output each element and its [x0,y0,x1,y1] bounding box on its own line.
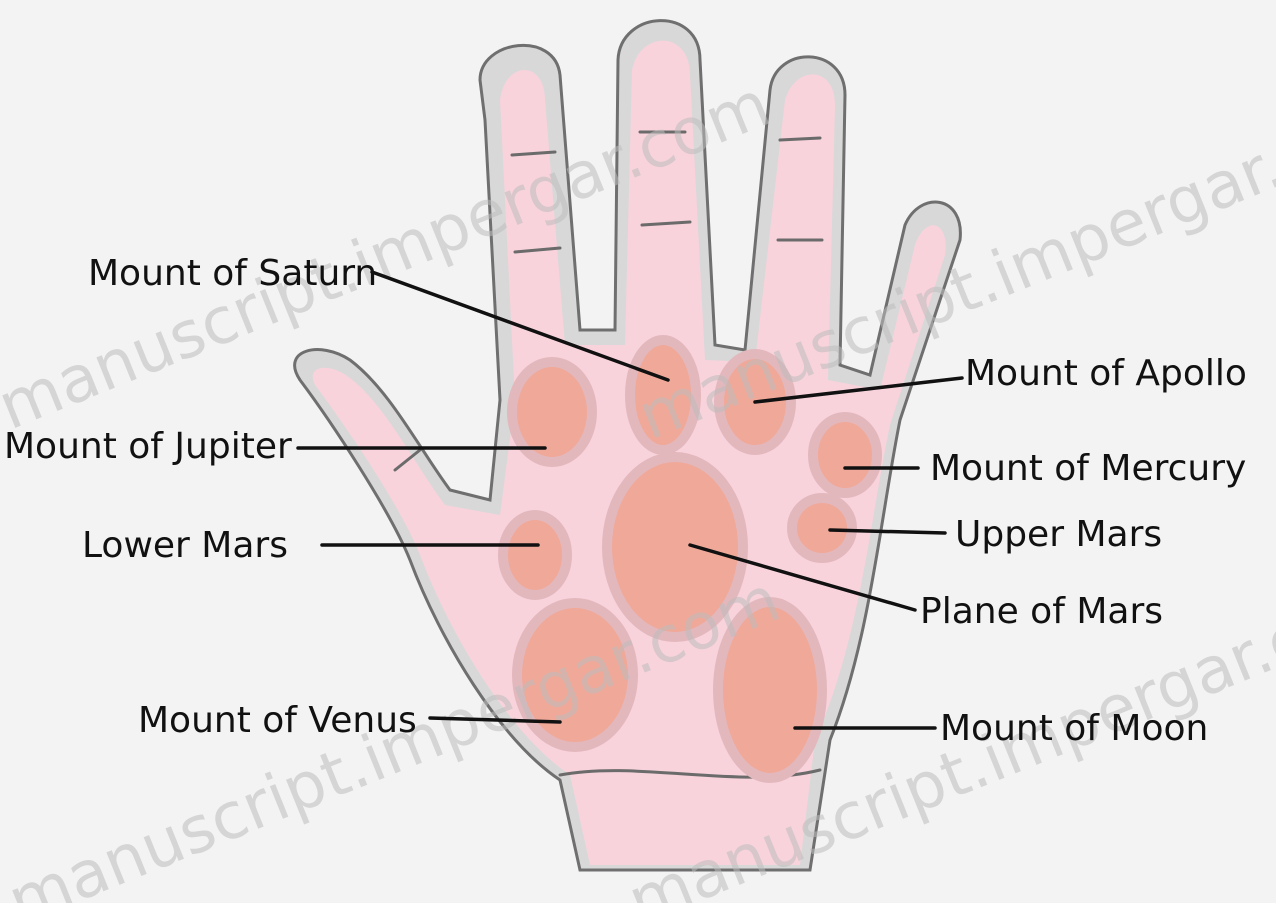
label-lower-mars: Lower Mars [82,525,288,566]
label-mount-of-saturn: Mount of Saturn [88,253,377,294]
upper-mars-shape [792,498,852,558]
label-mount-of-jupiter: Mount of Jupiter [4,426,292,467]
label-plane-of-mars: Plane of Mars [920,591,1163,632]
label-mount-of-moon: Mount of Moon [940,708,1208,749]
lower-mars-shape [503,515,567,595]
label-upper-mars: Upper Mars [955,514,1162,555]
finger-crease [780,138,820,140]
label-mount-of-mercury: Mount of Mercury [930,448,1246,489]
label-mount-of-venus: Mount of Venus [138,700,417,741]
label-mount-of-apollo: Mount of Apollo [965,353,1247,394]
mount-mercury-shape [813,417,877,493]
